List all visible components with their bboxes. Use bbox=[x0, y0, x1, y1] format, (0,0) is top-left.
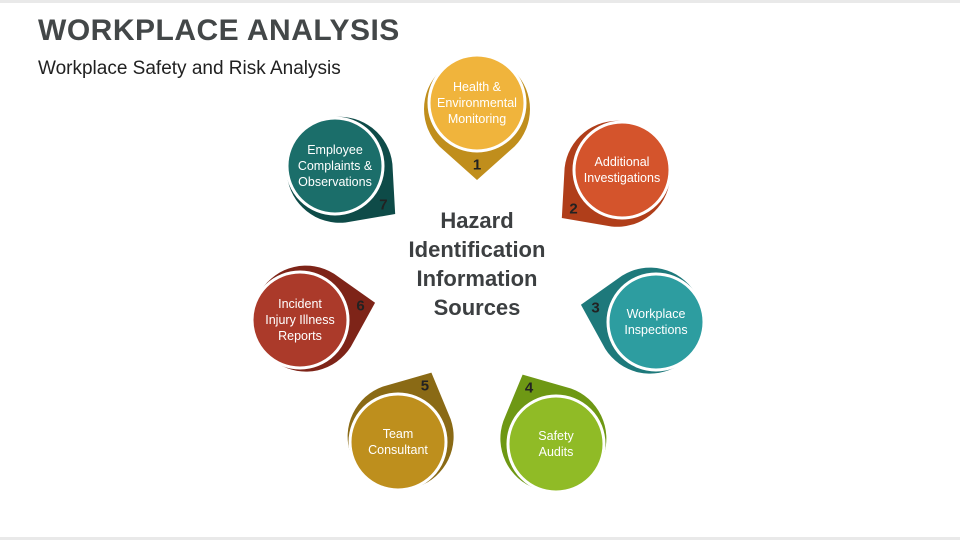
node-5-shape bbox=[347, 372, 454, 492]
diagram-node-1[interactable]: Health & Environmental Monitoring 1 bbox=[392, 18, 562, 188]
node-3-label: Workplace Inspections bbox=[624, 306, 688, 337]
node-2-label: Additional Investigations bbox=[583, 154, 661, 185]
node-7-shape bbox=[285, 116, 396, 223]
node-1-label: Health & Environmental Monitoring bbox=[437, 79, 517, 127]
node-5-number: 5 bbox=[420, 377, 430, 395]
diagram-node-5[interactable]: Team Consultant 5 bbox=[313, 357, 483, 527]
diagram-node-4[interactable]: Safety Audits 4 bbox=[471, 359, 641, 529]
node-2-number: 2 bbox=[569, 200, 578, 218]
diagram-node-7[interactable]: Employee Complaints & Observations 7 bbox=[250, 81, 420, 251]
node-7-label: Employee Complaints & Observations bbox=[297, 142, 373, 190]
node-1-shape bbox=[424, 53, 530, 180]
node-7-number: 7 bbox=[379, 196, 388, 214]
diagram-node-2[interactable]: Additional Investigations 2 bbox=[537, 85, 707, 255]
node-3-shape bbox=[580, 267, 706, 374]
node-4-label: Safety Audits bbox=[538, 428, 574, 459]
node-3-number: 3 bbox=[591, 299, 600, 317]
diagram-node-6[interactable]: Incident Injury Illness Reports 6 bbox=[215, 235, 385, 405]
node-6-number: 6 bbox=[356, 297, 365, 315]
node-6-shape bbox=[250, 265, 376, 372]
slide-subtitle: Workplace Safety and Risk Analysis bbox=[38, 58, 341, 79]
node-5-label: Team Consultant bbox=[368, 426, 428, 457]
slide-edge-top bbox=[0, 0, 960, 3]
node-2-shape bbox=[561, 120, 672, 227]
slide-header: WORKPLACE ANALYSIS Workplace Safety and … bbox=[38, 14, 400, 80]
diagram-center-title: Hazard Identification Information Source… bbox=[408, 208, 546, 321]
node-6-label: Incident Injury Illness Reports bbox=[265, 296, 335, 344]
node-1-number: 1 bbox=[472, 156, 482, 174]
diagram-node-3[interactable]: Workplace Inspections 3 bbox=[571, 237, 741, 407]
slide-edge-bottom bbox=[0, 537, 960, 540]
slide-title: WORKPLACE ANALYSIS bbox=[38, 14, 400, 47]
node-4-number: 4 bbox=[524, 379, 534, 397]
node-4-shape bbox=[500, 374, 607, 494]
